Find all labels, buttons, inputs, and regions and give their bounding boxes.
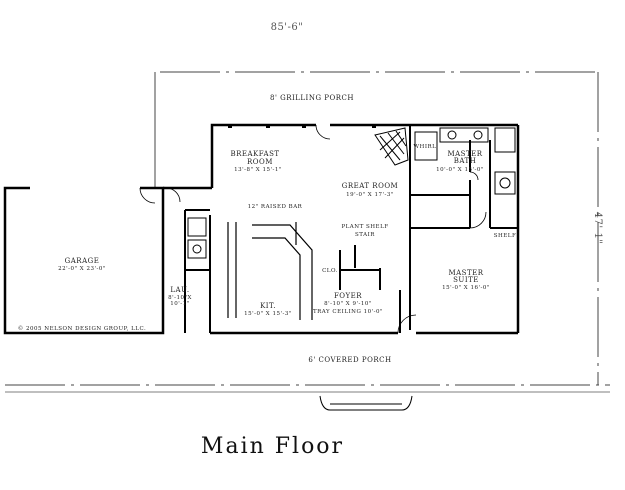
front-steps xyxy=(319,395,413,411)
porch-posts xyxy=(228,124,376,128)
plant-shelf-note: PLANT SHELF xyxy=(341,224,388,230)
master-suite-name: MASTER xyxy=(448,269,483,277)
master-suite-size: 15'-0" X 16'-0" xyxy=(442,285,490,291)
stair-note: STAIR xyxy=(355,232,375,238)
shelf-note: SHELF xyxy=(494,233,517,239)
laundry-size: 8'-10"X xyxy=(168,295,192,301)
covered-porch-label: 6' COVERED PORCH xyxy=(308,356,391,364)
kitchen-counters xyxy=(227,222,313,320)
laundry-name: LAU. xyxy=(170,286,189,294)
dimension-lines xyxy=(5,71,610,386)
fireplace xyxy=(374,127,409,166)
overall-width-label: 85'-6" xyxy=(271,22,304,33)
master-bath-name: MASTER xyxy=(447,150,482,158)
bath-fixtures xyxy=(414,127,516,195)
breakfast-size: 13'-8" X 15'-1" xyxy=(234,167,282,173)
master-bath-name2: BATH xyxy=(454,157,477,165)
copyright-note: © 2005 NELSON DESIGN GROUP, LLC. xyxy=(18,325,146,332)
laundry-size2: 10'-1" xyxy=(170,301,189,307)
page-title: Main Floor xyxy=(200,434,345,459)
exterior-walls xyxy=(3,123,520,335)
interior-walls xyxy=(184,125,518,333)
great-room-name: GREAT ROOM xyxy=(342,182,398,190)
raised-bar-note: 12" RAISED BAR xyxy=(248,204,303,210)
master-suite-name2: SUITE xyxy=(453,276,479,284)
master-bath-size: 10'-0" X 15'-0" xyxy=(436,167,484,173)
grilling-porch-label: 8' GRILLING PORCH xyxy=(270,94,354,102)
garage-size: 22'-0" X 23'-0" xyxy=(58,266,106,272)
foyer-size: 8'-10" X 9'-10" xyxy=(324,301,372,307)
laundry-fixtures xyxy=(187,217,207,259)
door-swings xyxy=(139,124,487,334)
foyer-name: FOYER xyxy=(334,292,362,300)
ceiling-note: TRAY CEILING 10'-0" xyxy=(313,309,383,315)
kitchen-size: 15'-0" X 15'-3" xyxy=(244,311,292,317)
breakfast-name: BREAKFAST xyxy=(230,150,279,158)
breakfast-name2: ROOM xyxy=(247,158,273,166)
garage-name: GARAGE xyxy=(65,257,100,265)
closet-note: CLO. xyxy=(322,268,338,274)
whirlpool-label: WHIRL. xyxy=(413,144,438,150)
great-room-size: 19'-0" X 17'-3" xyxy=(346,192,394,198)
kitchen-name: KIT. xyxy=(260,302,276,310)
